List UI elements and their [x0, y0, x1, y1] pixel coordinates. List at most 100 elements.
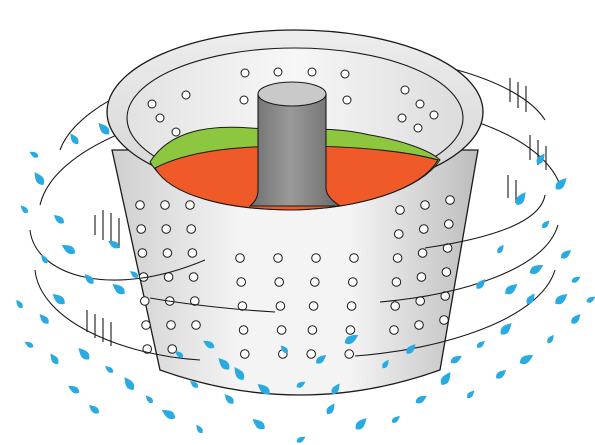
water-droplet — [414, 393, 428, 405]
basket-hole — [309, 302, 318, 311]
basket-hole — [421, 201, 430, 210]
water-droplet — [28, 150, 40, 160]
basket-hole — [401, 86, 409, 94]
basket-hole — [308, 326, 317, 335]
basket-hole — [187, 225, 196, 234]
basket-hole — [241, 69, 249, 77]
water-droplet — [553, 175, 569, 192]
water-droplet — [325, 402, 338, 416]
water-droplet — [449, 353, 463, 365]
water-droplet — [160, 407, 177, 422]
basket-hole — [311, 278, 320, 287]
basket-hole — [236, 254, 245, 263]
motion-hatch-marks — [508, 175, 516, 203]
water-droplet — [540, 219, 551, 230]
basket-hole — [189, 273, 198, 282]
basket-hole — [239, 326, 248, 335]
water-droplet — [144, 394, 155, 405]
basket-hole — [395, 230, 404, 239]
basket-hole — [417, 273, 426, 282]
water-droplet — [569, 312, 583, 326]
basket-hole — [161, 201, 170, 210]
basket-hole — [168, 345, 177, 354]
water-droplet — [76, 345, 92, 362]
basket-hole — [347, 302, 356, 311]
water-droplet — [390, 414, 401, 425]
basket-hole — [343, 96, 351, 104]
basket-hole — [416, 100, 424, 108]
basket-hole — [415, 321, 424, 330]
water-droplet — [52, 212, 66, 225]
water-droplet — [87, 402, 101, 415]
water-droplet — [39, 253, 49, 264]
water-droplet — [250, 416, 267, 432]
basket-hole — [392, 278, 401, 287]
basket-hole — [274, 254, 283, 263]
water-droplet — [494, 367, 508, 380]
motion-hatch-marks — [530, 135, 546, 170]
basket-hole — [350, 254, 359, 263]
basket-hole — [440, 316, 449, 325]
water-droplet — [475, 339, 486, 350]
basket-hole — [141, 297, 150, 306]
basket-hole — [182, 91, 190, 99]
water-droplet — [48, 352, 61, 366]
basket-hole — [442, 268, 451, 277]
water-droplet — [585, 295, 595, 305]
basket-hole — [186, 201, 195, 210]
basket-hole — [312, 254, 321, 263]
central-agitator-post — [250, 94, 340, 206]
basket-hole — [446, 196, 455, 205]
basket-hole — [396, 206, 405, 215]
basket-hole — [192, 321, 201, 330]
basket-hole — [172, 128, 180, 136]
basket-hole — [237, 278, 246, 287]
water-droplet — [503, 281, 520, 297]
water-droplet — [546, 333, 556, 344]
basket-hole — [430, 111, 438, 119]
water-droplet — [438, 370, 453, 387]
basket-hole — [241, 350, 250, 359]
basket-hole — [346, 326, 355, 335]
basket-hole — [275, 278, 284, 287]
motion-hatch-marks — [510, 78, 526, 112]
basket-hole — [308, 68, 316, 76]
basket-hole — [137, 225, 146, 234]
basket-hole — [398, 114, 406, 122]
water-droplet — [194, 423, 204, 434]
basket-hole — [418, 249, 427, 258]
basket-hole — [138, 249, 147, 258]
basket-hole — [136, 201, 145, 210]
basket-hole — [349, 278, 358, 287]
basket-hole — [240, 96, 248, 104]
water-droplet — [528, 262, 545, 277]
water-droplet — [50, 291, 67, 307]
water-droplet — [559, 247, 573, 260]
water-droplet — [66, 383, 80, 395]
water-droplet — [19, 204, 30, 215]
agitator-post-top — [258, 82, 326, 106]
basket-hole — [188, 249, 197, 258]
water-droplet — [222, 392, 236, 406]
water-droplet — [353, 415, 369, 432]
basket-hole — [390, 326, 399, 335]
basket-hole — [341, 70, 349, 78]
basket-hole — [148, 100, 156, 108]
water-droplet — [295, 435, 307, 445]
basket-hole — [420, 225, 429, 234]
basket-hole — [276, 302, 285, 311]
water-droplet — [121, 375, 136, 392]
water-droplet — [498, 320, 514, 337]
basket-hole — [164, 273, 173, 282]
water-droplet — [31, 170, 46, 187]
basket-hole — [277, 326, 286, 335]
basket-hole — [345, 350, 354, 359]
perforated-basket — [107, 30, 483, 395]
basket-hole — [414, 124, 422, 132]
basket-hole — [162, 225, 171, 234]
water-droplet — [103, 364, 114, 375]
basket-hole — [142, 321, 151, 330]
basket-hole — [393, 254, 402, 263]
